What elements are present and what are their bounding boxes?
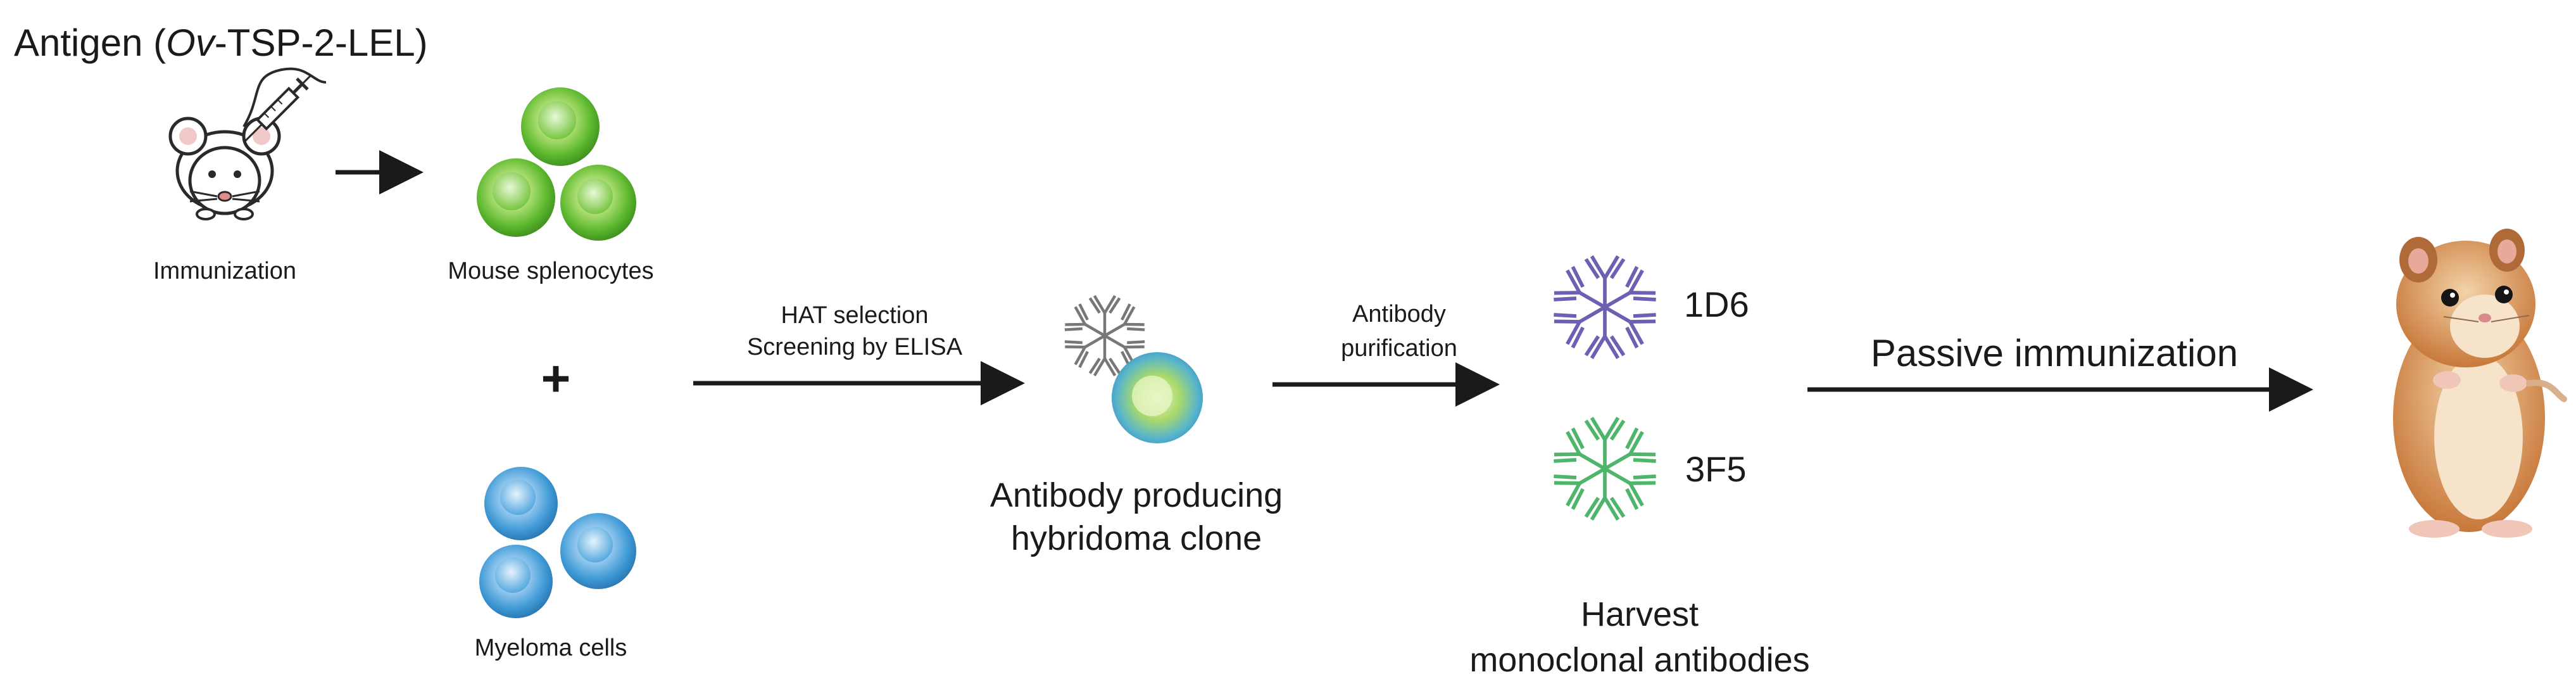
myeloma-cell: [560, 513, 636, 589]
hamster-icon: [2393, 229, 2567, 538]
harvest-label-line2: monoclonal antibodies: [1469, 641, 1809, 679]
myeloma-cells: [479, 467, 636, 618]
title-prefix: Antigen (: [14, 22, 166, 64]
splenocytes-label: Mouse splenocytes: [448, 258, 653, 284]
passive-immunization-label: Passive immunization: [1871, 332, 2238, 374]
purification-label-line2: purification: [1341, 335, 1457, 362]
title-italic: Ov: [166, 22, 217, 64]
splenocyte-cell: [521, 87, 600, 166]
splenocyte-cell: [560, 165, 636, 241]
myeloma-cell: [479, 545, 553, 618]
hybridoma-label-line1: Antibody producing: [990, 476, 1283, 514]
syringe-icon: [243, 74, 312, 143]
harvest-label-line1: Harvest: [1581, 595, 1699, 633]
antibody-3f5-icon: [1551, 418, 1658, 520]
hybridoma-cell: [1112, 352, 1203, 443]
antibody-1d6-icon: [1551, 257, 1658, 359]
splenocyte-cell: [477, 158, 555, 237]
splenocyte-cells: [477, 87, 636, 241]
myeloma-cell: [484, 467, 558, 540]
diagram-title: Antigen (Ov-TSP-2-LEL): [14, 22, 428, 64]
antibody-1d6-label: 1D6: [1684, 284, 1749, 324]
screening-label: Screening by ELISA: [747, 334, 963, 360]
plus-sign: +: [541, 350, 571, 407]
mouse-with-syringe-icon: [168, 67, 327, 220]
antibody-3f5-label: 3F5: [1685, 449, 1747, 489]
myeloma-label: Myeloma cells: [475, 635, 627, 661]
immunization-label: Immunization: [153, 258, 296, 284]
purification-label-line1: Antibody: [1352, 301, 1446, 327]
title-suffix: -TSP-2-LEL): [215, 22, 428, 64]
hybridoma-label-line2: hybridoma clone: [1011, 519, 1262, 557]
hat-selection-label: HAT selection: [781, 302, 928, 329]
